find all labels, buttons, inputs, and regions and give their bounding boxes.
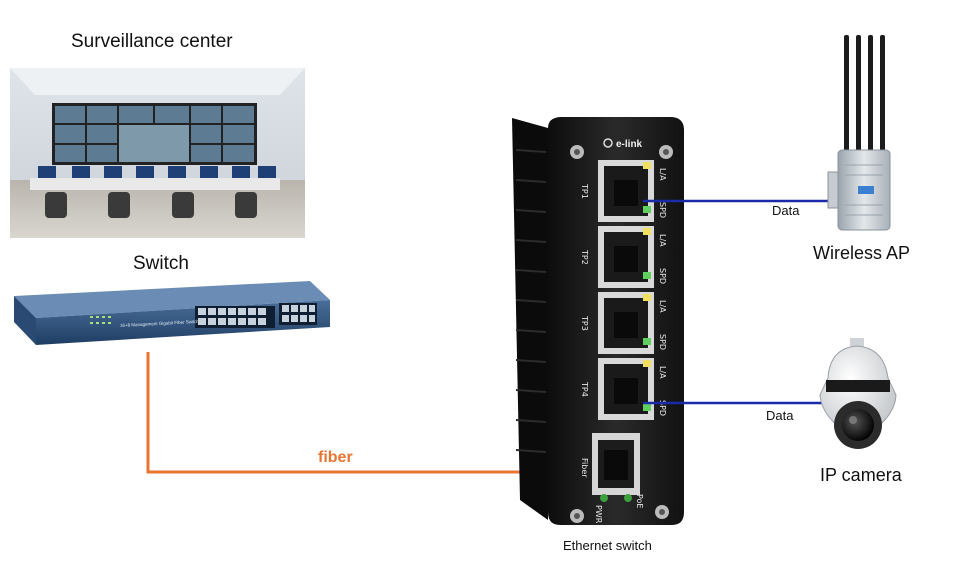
rj45-port-4: TP4 L/A SPD [580, 358, 667, 420]
surveillance-center-label: Surveillance center [71, 31, 233, 52]
spd-led [643, 272, 651, 279]
pwr-label: PWR [594, 505, 603, 524]
spd-led [643, 404, 651, 411]
la-label: L/A [658, 234, 667, 247]
poe-led [624, 494, 632, 502]
spd-label: SPD [658, 400, 667, 416]
la-label: L/A [658, 300, 667, 313]
la-led [643, 162, 651, 169]
la-label: L/A [658, 168, 667, 181]
ethernet-switch-device: e-link TP1L/ASPDTP2L/ASPDTP3L/ASPDTP4L/A… [512, 117, 684, 525]
spd-led [643, 206, 651, 213]
ip-camera-image [819, 338, 897, 449]
rj45-port-2: TP2 L/A SPD [580, 226, 667, 288]
wireless-ap-image [827, 35, 891, 231]
spd-label: SPD [658, 202, 667, 218]
spd-label: SPD [658, 268, 667, 284]
rj45-port-1: TP1 L/A SPD [580, 160, 667, 222]
fiber-port-label: Fiber [580, 458, 589, 478]
ethernet-switch-label: Ethernet switch [563, 538, 652, 553]
rj45-port-3: TP3 L/A SPD [580, 292, 667, 354]
la-label: L/A [658, 366, 667, 379]
fiber-label: fiber [318, 449, 353, 466]
rack-switch-image: 16+8 Management Gigabit Fiber Switch [14, 281, 330, 345]
la-led [643, 294, 651, 301]
la-led [643, 360, 651, 367]
port-label: TP1 [580, 183, 589, 199]
la-led [643, 228, 651, 235]
wireless-ap-label: Wireless AP [813, 243, 911, 263]
spd-led [643, 338, 651, 345]
ip-camera-label: IP camera [820, 465, 902, 485]
data-label-top: Data [772, 203, 800, 218]
spd-label: SPD [658, 334, 667, 350]
brand-logo-icon [603, 138, 613, 148]
port-label: TP3 [580, 315, 589, 331]
rack-switch-model-text: 16+8 Management Gigabit Fiber Switch [120, 319, 200, 328]
screw-icon [570, 145, 673, 523]
poe-label: PoE [635, 494, 644, 509]
switch-label: Switch [133, 253, 189, 274]
port-label: TP2 [580, 249, 589, 265]
surveillance-center-image [10, 68, 305, 238]
fiber-link-line [146, 352, 604, 474]
data-label-bottom: Data [766, 408, 794, 423]
device-brand: e-link [616, 139, 643, 150]
port-label: TP4 [580, 381, 589, 397]
pwr-led [600, 494, 608, 502]
